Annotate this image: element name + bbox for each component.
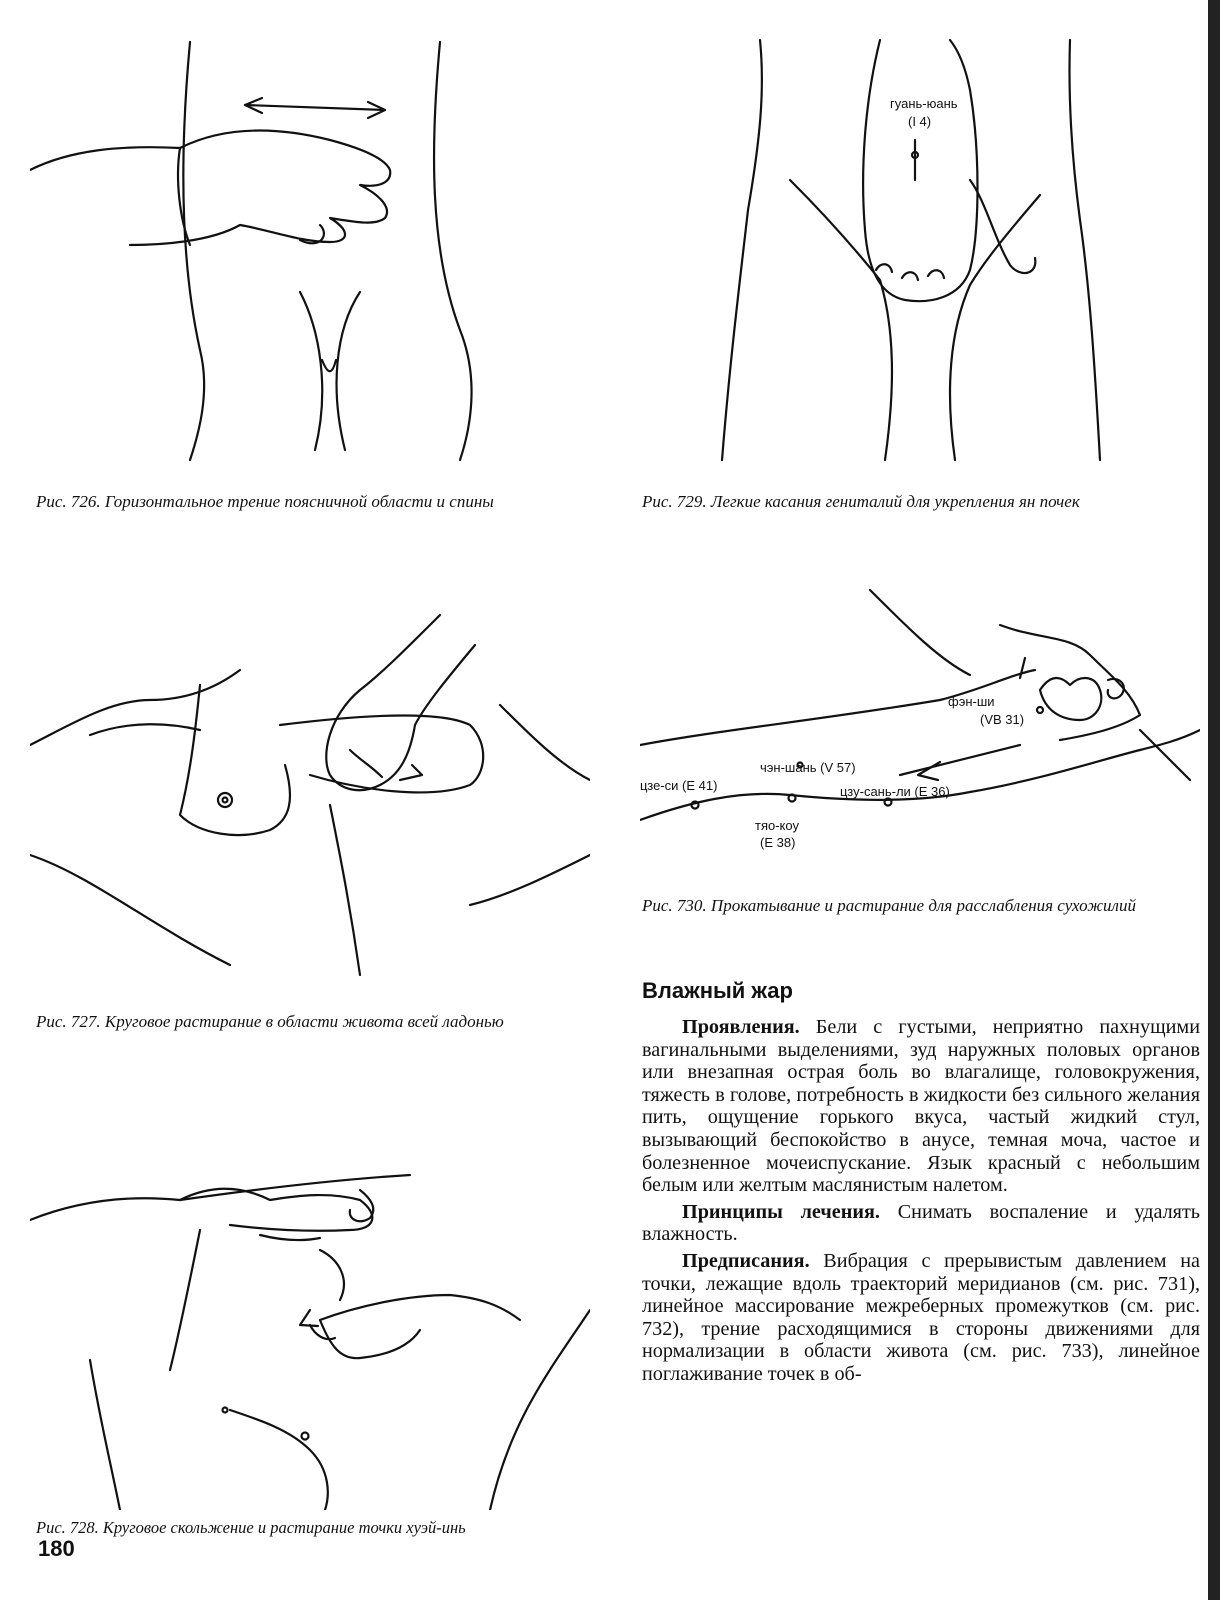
figure-727-illustration xyxy=(30,605,590,985)
svg-text:(I 4): (I 4) xyxy=(908,114,931,129)
svg-text:цзу-сань-ли (E 36): цзу-сань-ли (E 36) xyxy=(840,784,950,799)
svg-text:чэн-шань (V 57): чэн-шань (V 57) xyxy=(760,760,856,775)
svg-text:(VB 31): (VB 31) xyxy=(980,712,1024,727)
section-body: Проявления. Бели с густыми, неприятно па… xyxy=(642,1016,1200,1390)
svg-text:цзе-си (E 41): цзе-си (E 41) xyxy=(640,778,717,793)
section-heading: Влажный жар xyxy=(642,978,793,1003)
paragraph-manifestations-text: Бели с густыми, неприятно пахнущими ваги… xyxy=(642,1016,1200,1197)
figure-726-illustration xyxy=(30,30,590,470)
paragraph-principles: Принципы лечения. Снимать воспаление и у… xyxy=(642,1201,1200,1246)
paragraph-manifestations-lead: Проявления. xyxy=(682,1016,800,1038)
paragraph-prescriptions-text: Вибрация с прерывистым давлением на точк… xyxy=(642,1249,1200,1385)
paragraph-principles-lead: Принципы лечения. xyxy=(682,1200,880,1223)
figure-730-caption: Рис. 730. Прокатывание и растирание для … xyxy=(642,896,1136,915)
figure-728-caption: Рис. 728. Круговое скольжение и растиран… xyxy=(36,1518,466,1537)
svg-text:фэн-ши: фэн-ши xyxy=(948,694,995,709)
figure-729-illustration: гуань-юань (I 4) xyxy=(640,30,1200,470)
page-number: 180 xyxy=(38,1536,75,1561)
svg-text:гуань-юань: гуань-юань xyxy=(890,96,958,111)
figure-728-illustration xyxy=(30,1120,590,1510)
svg-text:(E 38): (E 38) xyxy=(760,835,795,850)
figure-726-caption: Рис. 726. Горизонтальное трение поясничн… xyxy=(36,492,494,511)
paragraph-principles-text: Снимать воспаление и удалять влажность. xyxy=(642,1200,1200,1246)
figure-729-caption: Рис. 729. Легкие касания гениталий для у… xyxy=(642,492,1080,511)
svg-text:тяо-коу: тяо-коу xyxy=(755,818,799,833)
paragraph-manifestations: Проявления. Бели с густыми, неприятно па… xyxy=(642,1016,1200,1197)
page-edge-shadow xyxy=(1208,0,1220,1600)
paragraph-prescriptions-lead: Предписания. xyxy=(682,1249,810,1272)
figure-727-caption: Рис. 727. Круговое растирание в области … xyxy=(36,1012,504,1031)
paragraph-prescriptions: Предписания. Вибрация с прерывистым давл… xyxy=(642,1250,1200,1386)
figure-730-illustration: фэн-ши (VB 31) чэн-шань (V 57) цзе-си (E… xyxy=(640,580,1200,880)
